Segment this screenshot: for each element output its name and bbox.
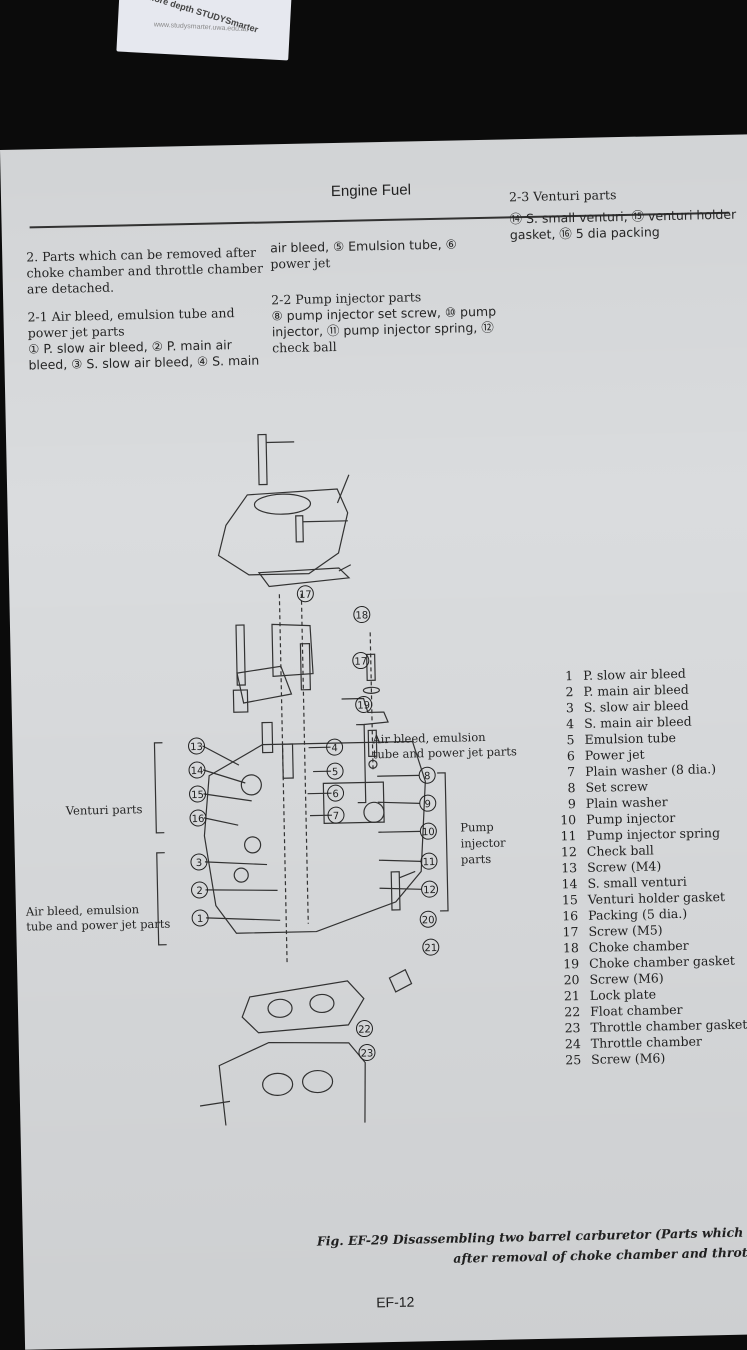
svg-text:10: 10 [422,827,435,838]
svg-text:19: 19 [357,700,370,711]
svg-text:8: 8 [424,771,431,782]
svg-text:17: 17 [299,590,312,601]
callout-22: 22 [356,1020,372,1036]
callout-20: 20 [420,911,436,927]
pump-label-line3: parts [461,852,492,867]
callout-2: 2 [191,882,207,898]
svg-text:3: 3 [196,858,203,869]
callout-11: 11 [421,853,437,869]
screw-17-shape [258,434,267,484]
col1-line: power jet parts [28,323,125,340]
top-label-line1: Air bleed, emulsion [372,730,485,746]
callout-21: 21 [423,939,439,955]
callout-9: 9 [420,795,436,811]
svg-text:5: 5 [332,767,339,778]
svg-text:21: 21 [424,943,437,954]
svg-text:6: 6 [332,789,339,800]
figure-caption-line1: Fig. EF-29 Disassembling two barrel carb… [317,1223,747,1249]
col2-line: injector, ⑪ pump injector spring, ⑫ [272,320,494,340]
choke-gasket-shape [259,568,349,587]
callout-15: 15 [189,786,205,802]
svg-text:16: 16 [192,814,205,825]
callout-1: 1 [192,910,208,926]
callout-17a: 17 [297,586,313,602]
page-number: EF-12 [376,1294,414,1311]
study-sticker: more depth STUDYSmarter www.studysmarter… [116,0,291,60]
manual-page: Engine Fuel 2. Parts which can be remove… [0,134,747,1350]
callout-10: 10 [420,823,436,839]
svg-text:20: 20 [422,915,435,926]
svg-text:11: 11 [423,857,436,868]
svg-text:15: 15 [191,790,204,801]
callout-18: 18 [354,606,370,622]
callout-13: 13 [188,738,204,754]
callout-17b: 17 [353,652,369,668]
col2-line: power jet [270,255,330,271]
callout-23: 23 [359,1044,375,1060]
callout-16: 16 [190,810,206,826]
venturi-parts-label: Venturi parts [66,802,143,818]
section-header: Engine Fuel [331,181,411,200]
svg-text:18: 18 [355,610,368,621]
pump-label-line1: Pump [460,820,494,835]
col1-line: are detached. [27,280,114,297]
svg-text:13: 13 [190,742,203,753]
svg-text:7: 7 [333,811,340,822]
svg-text:4: 4 [331,743,338,754]
col2-line: air bleed, ⑤ Emulsion tube, ⑥ [270,236,457,255]
choke-chamber-shape [217,489,349,576]
svg-text:14: 14 [191,766,204,777]
col1-line: 2-1 Air bleed, emulsion tube and [27,305,234,324]
callout-8: 8 [419,767,435,783]
col3-line: 2-3 Venturi parts [509,187,617,204]
carburetor-exploded-diagram: 17 18 17 19 4 5 6 7 13 14 15 16 3 2 1 8 … [5,398,580,1130]
svg-text:12: 12 [423,885,436,896]
callout-3: 3 [191,854,207,870]
callout-12: 12 [421,881,437,897]
svg-text:9: 9 [425,799,432,810]
svg-text:23: 23 [361,1048,374,1059]
airbleed-label-line1: Air bleed, emulsion [26,902,139,918]
col3-line: gasket, ⑯ 5 dia packing [510,224,660,242]
svg-text:17: 17 [354,656,367,667]
svg-text:2: 2 [196,886,203,897]
float-chamber-shape [203,741,429,934]
throttle-gasket-shape [242,981,365,1034]
callout-14: 14 [189,762,205,778]
svg-text:22: 22 [358,1024,371,1035]
col2-line: check ball [272,339,337,355]
figure-caption-line2: after removal of choke chamber and throt… [453,1244,747,1266]
svg-text:1: 1 [197,914,204,925]
col3-line: ⑭ S. small venturi, ⑮ venturi holder [509,207,736,227]
col2-line: 2-2 Pump injector parts [271,289,421,307]
pump-label-line2: injector [460,836,505,851]
